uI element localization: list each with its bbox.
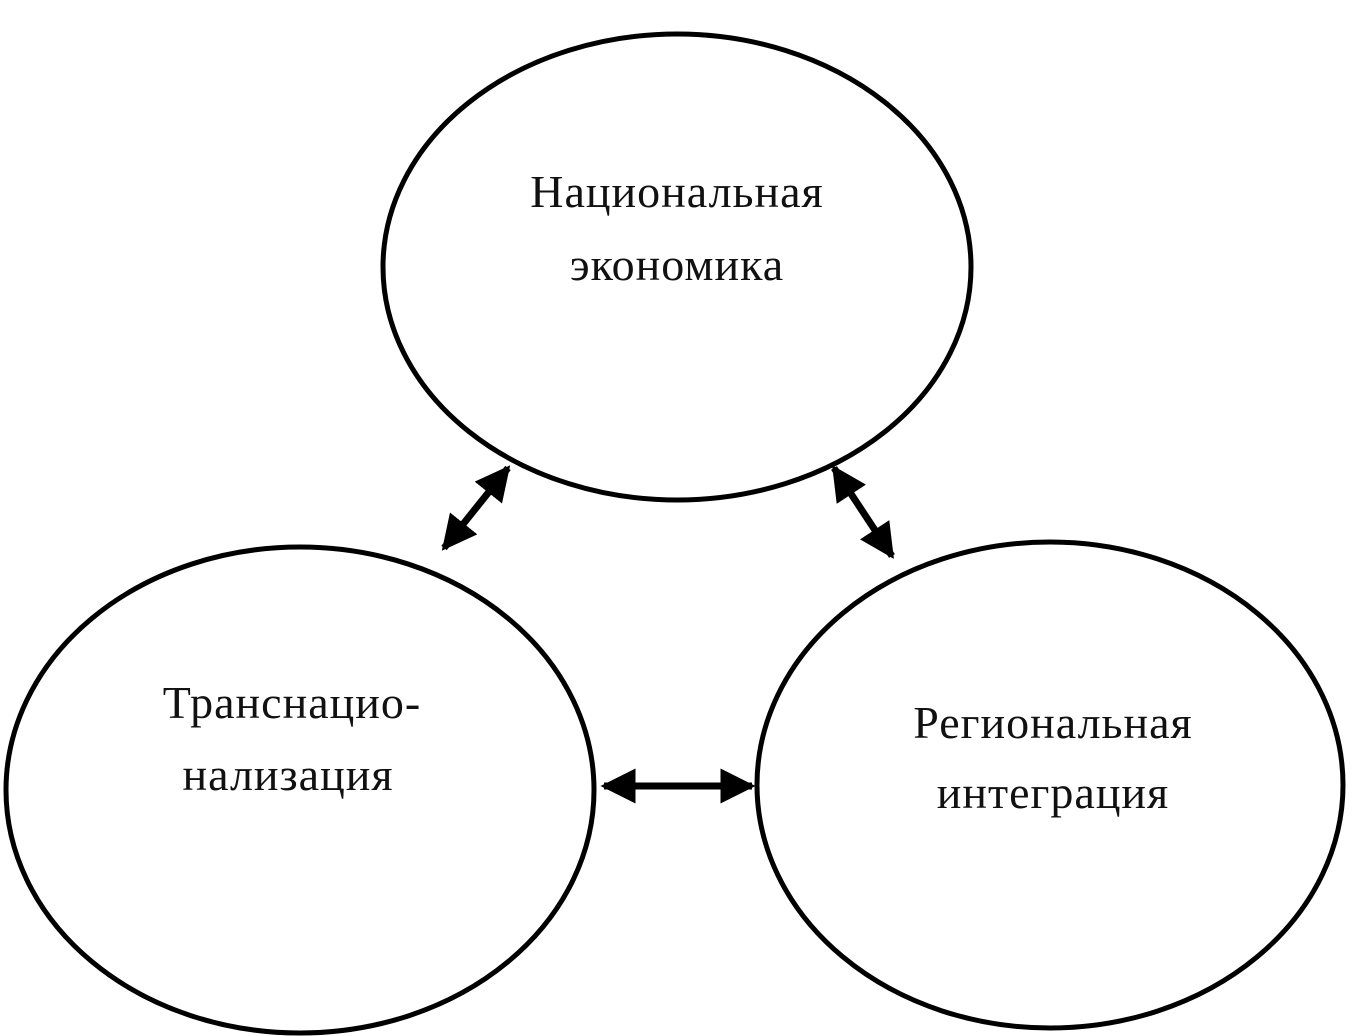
node-national-economy-ellipse	[380, 31, 974, 503]
arrow-national-transnationalization	[441, 465, 511, 551]
node-transnationalization-label-line2: нализация	[183, 749, 394, 800]
node-national-economy-label-line2: экономика	[570, 239, 784, 290]
node-transnationalization: Транснацио- нализация	[3, 544, 597, 1036]
node-regional-integration-ellipse	[754, 539, 1346, 1031]
node-regional-integration-label-line1: Региональная	[913, 697, 1192, 748]
node-regional-integration: Региональная интеграция	[754, 539, 1346, 1031]
node-transnationalization-ellipse	[3, 544, 597, 1036]
node-regional-integration-label-line2: интеграция	[937, 767, 1169, 818]
node-national-economy: Национальная экономика	[380, 31, 974, 503]
node-national-economy-label-line1: Национальная	[530, 166, 823, 217]
arrow-national-regional	[831, 465, 895, 559]
node-transnationalization-label-line1: Транснацио-	[163, 677, 421, 728]
